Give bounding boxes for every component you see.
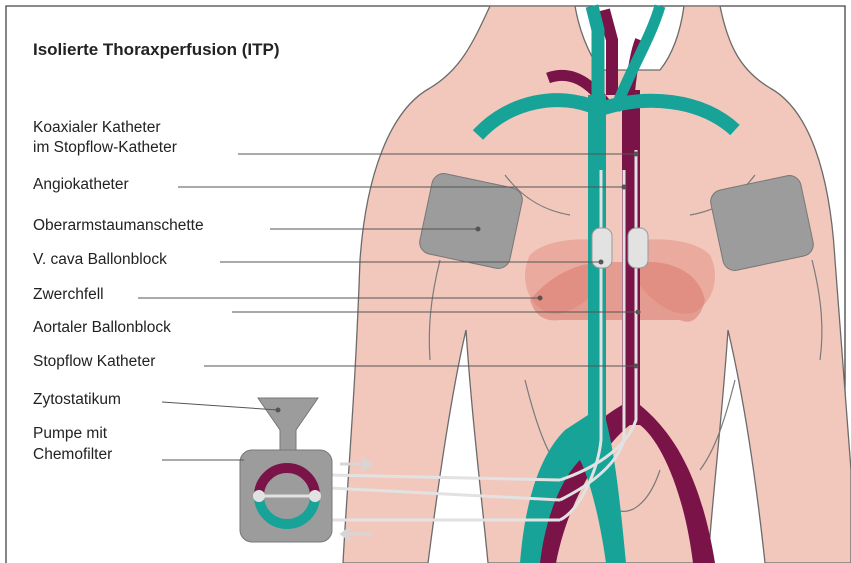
leader-dot	[276, 408, 281, 413]
label-koaxial-line2: im Stopflow-Katheter	[33, 138, 177, 158]
label-zytostatikum: Zytostatikum	[33, 390, 121, 410]
label-stopflow-katheter: Stopflow Katheter	[33, 352, 155, 372]
leader-dot	[634, 364, 639, 369]
jugular-vein	[592, 6, 598, 100]
leader-dot	[634, 152, 639, 157]
leader-dot	[476, 227, 481, 232]
label-oberarmstaumanschette: Oberarmstaumanschette	[33, 216, 204, 236]
leader-dot	[538, 296, 543, 301]
leader-dot	[599, 260, 604, 265]
label-aortaler-ballonblock: Aortaler Ballonblock	[33, 318, 171, 338]
label-pumpe-line2: Chemofilter	[33, 445, 112, 465]
cytostatic-funnel	[258, 398, 318, 450]
label-pumpe-line1: Pumpe mit	[33, 424, 107, 444]
label-zwerchfell: Zwerchfell	[33, 285, 104, 305]
aortic-balloon	[628, 228, 648, 268]
leader-dot	[636, 310, 641, 315]
label-vcava-ballonblock: V. cava Ballonblock	[33, 250, 167, 270]
diagram-title: Isolierte Thoraxperfusion (ITP)	[33, 40, 280, 60]
label-angiokatheter: Angiokatheter	[33, 175, 129, 195]
leader-dot	[622, 185, 627, 190]
label-koaxial-line1: Koaxialer Katheter	[33, 118, 161, 138]
leader-line	[162, 402, 278, 410]
